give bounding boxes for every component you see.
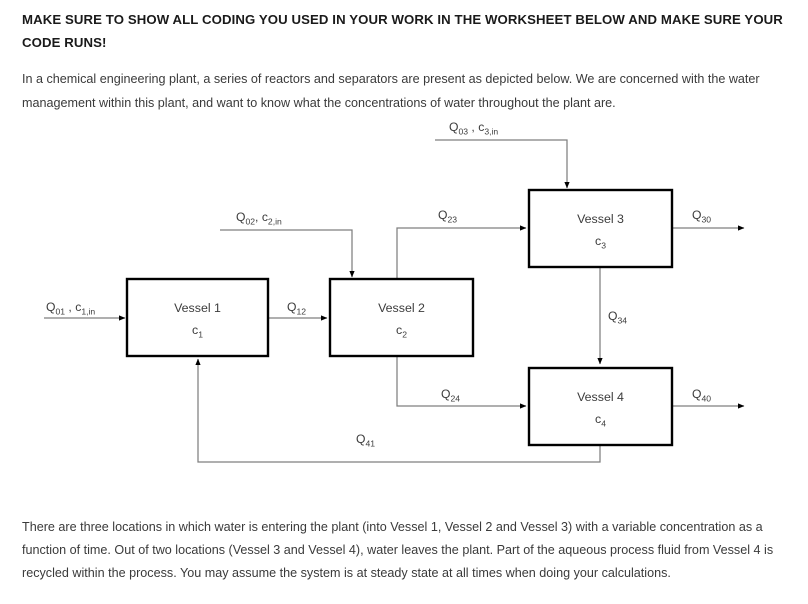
stream-line-Q03 <box>435 139 570 189</box>
vessel-2-box <box>328 277 475 358</box>
stream-line-Q41 <box>195 358 601 463</box>
process-flow-diagram: Vessel 1 c1 Vessel 2 c2 Vessel 3 c3 Vess… <box>0 108 808 508</box>
stream-label-Q34: Q34 <box>608 309 627 326</box>
vessel-4-concentration: c4 <box>595 412 606 429</box>
vessel-4-box <box>527 366 674 447</box>
stream-label-Q01: Q01 , c1,in <box>46 300 95 317</box>
vessel-3-box <box>527 188 674 269</box>
outro-paragraph: There are three locations in which water… <box>22 520 774 580</box>
stream-label-Q12: Q12 <box>287 300 306 317</box>
stream-line-Q02 <box>220 229 355 278</box>
vessel-1-title: Vessel 1 <box>174 301 221 315</box>
stream-label-Q40: Q40 <box>692 387 711 404</box>
vessel-2-title: Vessel 2 <box>378 301 425 315</box>
stream-label-Q03: Q03 , c3,in <box>449 120 498 137</box>
stream-label-Q23: Q23 <box>438 208 457 225</box>
stream-label-Q02: Q02, c2,in <box>236 210 282 227</box>
vessel-1-box <box>125 277 270 358</box>
flowsheet-svg: Vessel 1 c1 Vessel 2 c2 Vessel 3 c3 Vess… <box>44 120 745 463</box>
vessel-3-title: Vessel 3 <box>577 212 624 226</box>
stream-label-Q30: Q30 <box>692 208 711 225</box>
vessel-1-concentration: c1 <box>192 323 203 340</box>
stream-label-Q24: Q24 <box>441 387 460 404</box>
page-heading: MAKE SURE TO SHOW ALL CODING YOU USED IN… <box>22 12 783 50</box>
stream-line-Q23 <box>396 225 527 279</box>
vessel-2-concentration: c2 <box>396 323 407 340</box>
intro-paragraph: In a chemical engineering plant, a serie… <box>22 72 760 110</box>
stream-label-Q41: Q41 <box>356 432 375 449</box>
stream-line-Q24 <box>396 357 527 409</box>
vessel-3-concentration: c3 <box>595 234 606 251</box>
vessel-4-title: Vessel 4 <box>577 390 624 404</box>
